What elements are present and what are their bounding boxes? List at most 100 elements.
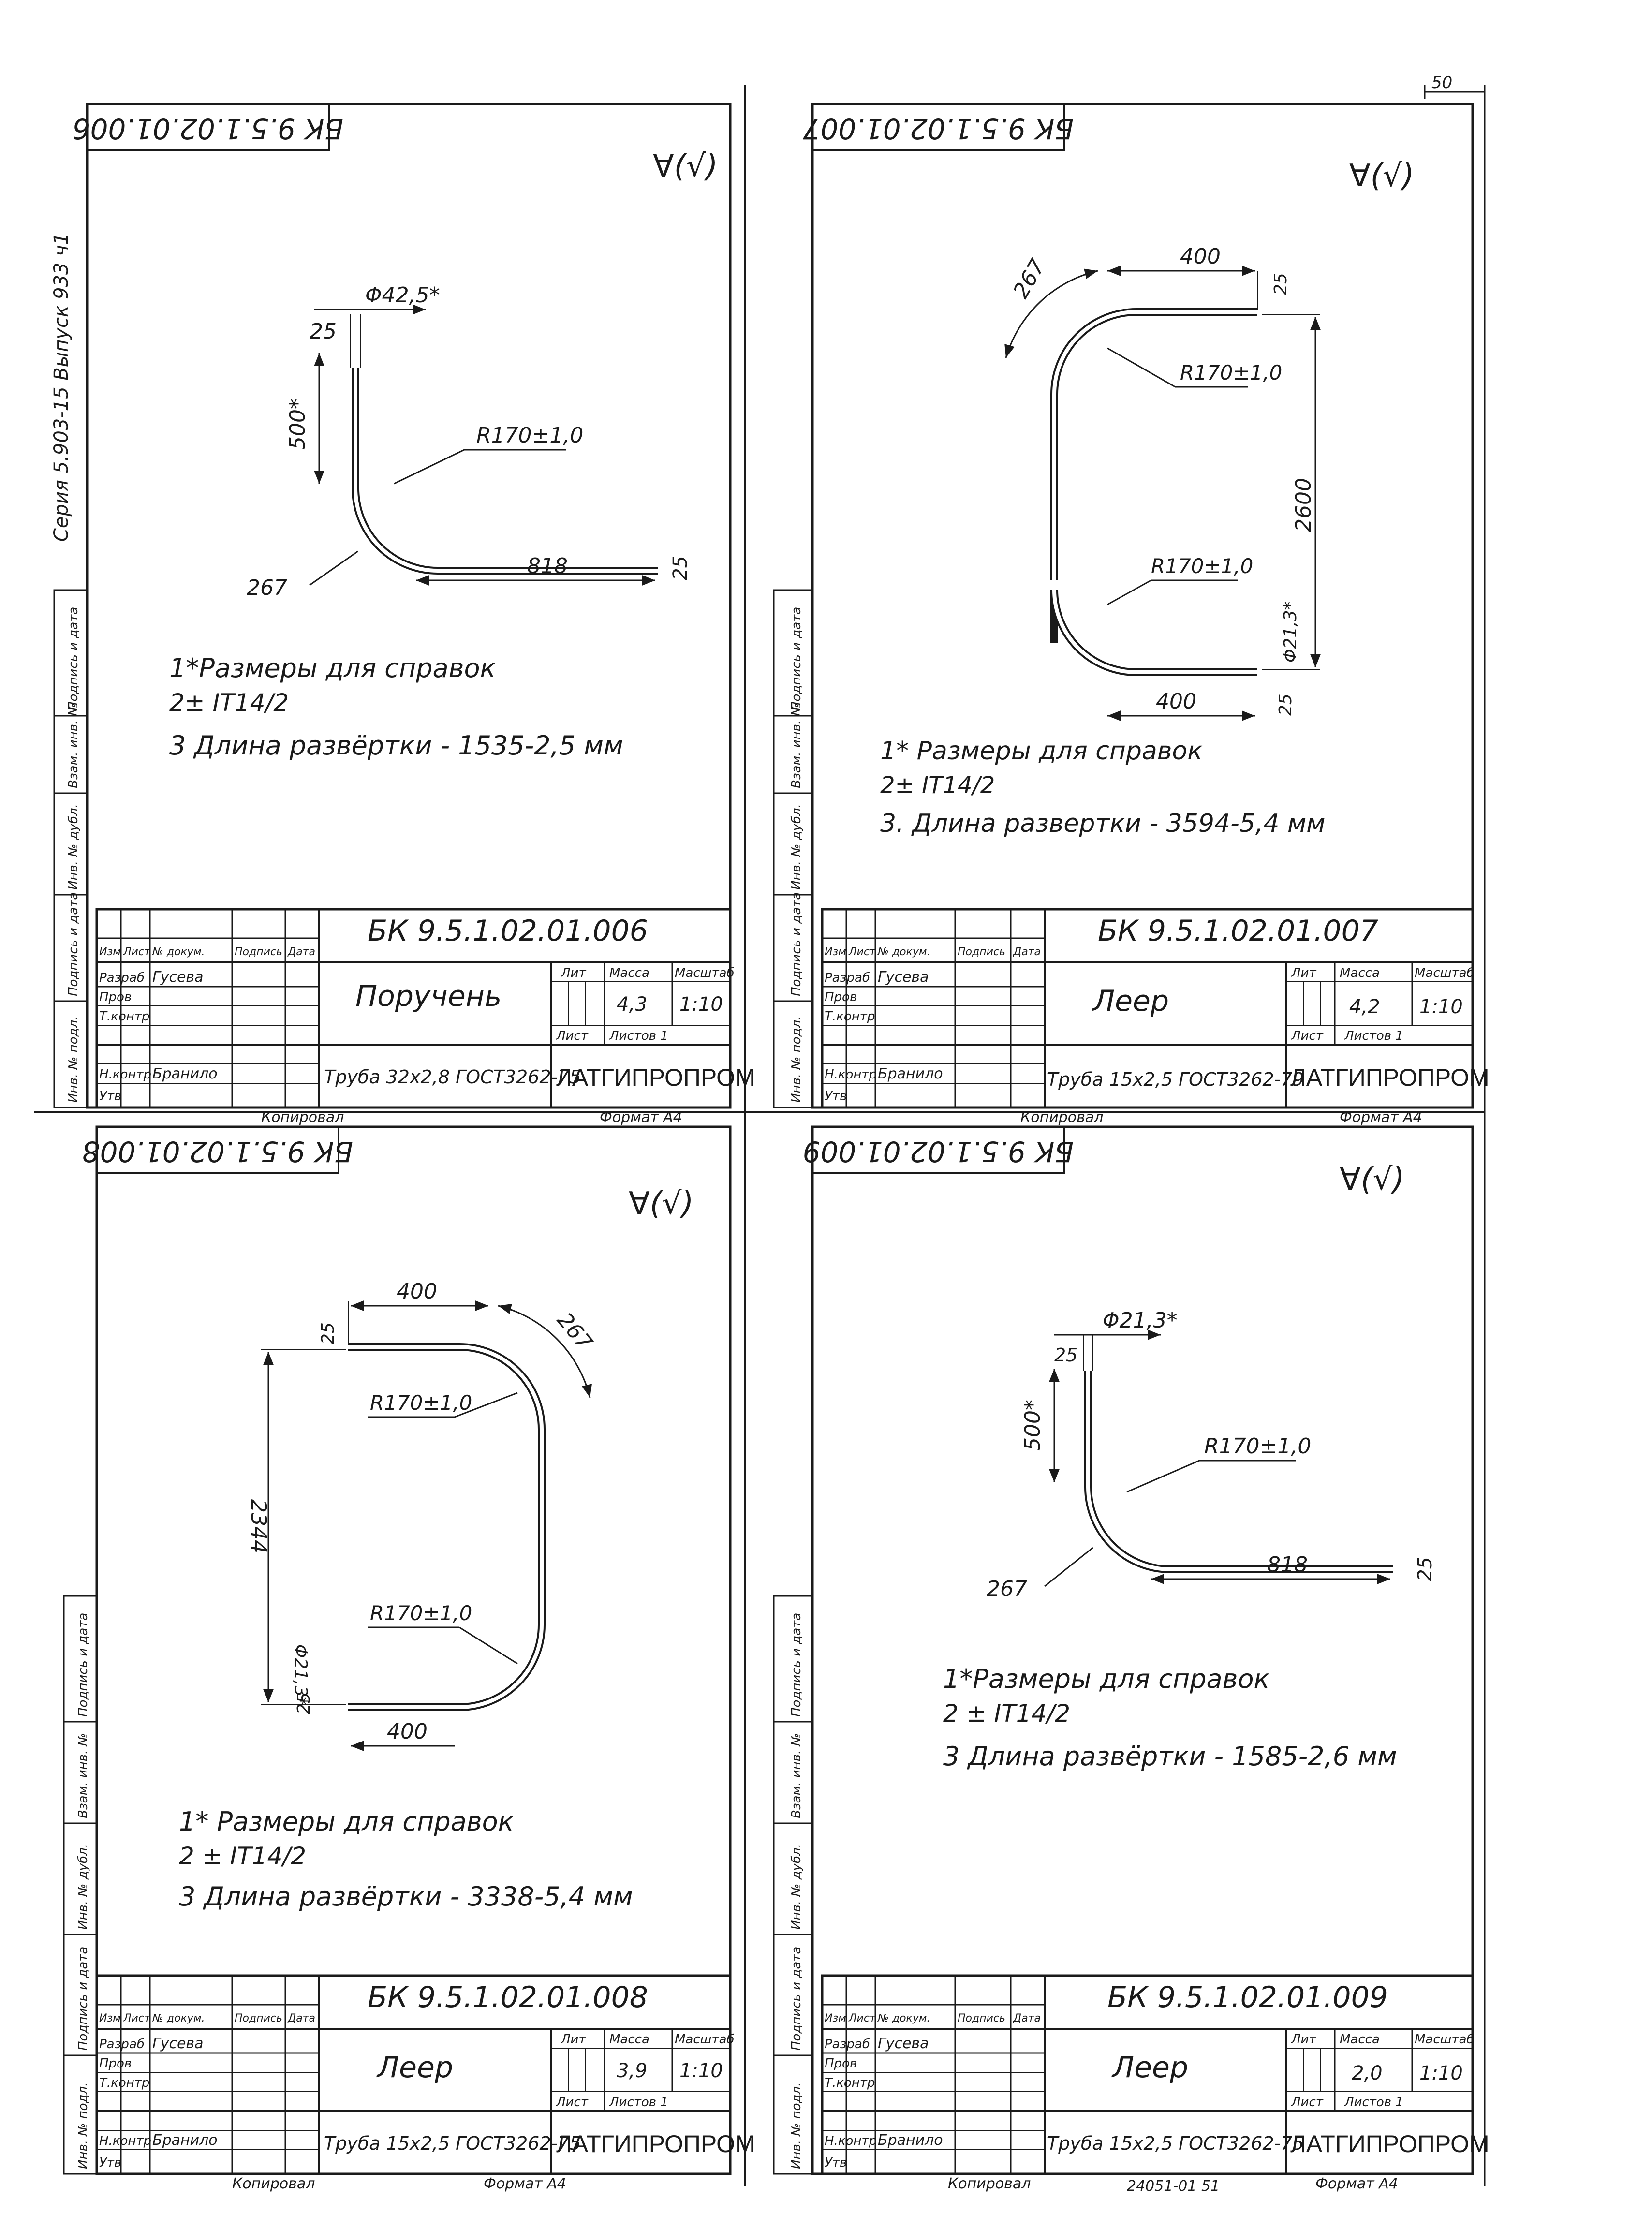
col-lit: Лит xyxy=(1291,2032,1316,2047)
side-label: Взам. инв. № xyxy=(789,703,804,788)
note-1: 1*Размеры для справок xyxy=(169,653,496,683)
code-rotated: БК 9.5.1.02.01.007 xyxy=(803,112,1074,145)
side-strip: Подпись и дата Взам. инв. № Инв. № дубл.… xyxy=(773,589,813,1108)
code-rotated: БК 9.5.1.02.01.006 xyxy=(73,112,344,145)
side-label: Подпись и дата xyxy=(789,892,804,996)
role-tkontr: Т.контр xyxy=(825,2076,875,2090)
mass-value: 4,2 xyxy=(1349,996,1380,1018)
side-label: Инв. № подл. xyxy=(66,1016,81,1103)
scale-value: 1:10 xyxy=(679,2060,723,2082)
note-3: 3 Длина развёртки - 1535-2,5 мм xyxy=(169,730,623,761)
sheet-008: БК 9.5.1.02.01.008 ∀(√) 400 25 267 R170±… xyxy=(63,1125,755,2192)
dim-radius-top: R170±1,0 xyxy=(1180,361,1282,384)
role-prov: Пров xyxy=(825,2056,857,2071)
role-prov: Пров xyxy=(99,2056,132,2071)
person-razrab: Гусева xyxy=(152,969,203,986)
material: Труба 15х2,5 ГОСТ3262-75 xyxy=(1047,2133,1304,2154)
dim-end: 25 xyxy=(1414,1557,1436,1581)
title-name: Леер xyxy=(1111,2051,1188,2084)
note-3: 3. Длина развертки - 3594-5,4 мм xyxy=(880,809,1325,838)
row-date: Дата xyxy=(1013,946,1041,958)
role-nkontr: Н.контр xyxy=(825,2134,877,2148)
col-mass: Масса xyxy=(1340,2032,1380,2047)
role-razrab: Разраб xyxy=(99,971,145,985)
side-label: Инв. № подл. xyxy=(76,2082,90,2169)
copied-label: Копировал xyxy=(261,1109,344,1126)
col-lit: Лит xyxy=(560,966,586,980)
dim-radius: R170±1,0 xyxy=(476,423,583,448)
person-nkontr: Бранило xyxy=(152,2132,218,2149)
side-label: Взам. инв. № xyxy=(66,703,81,788)
role-nkontr: Н.контр xyxy=(99,2134,151,2148)
side-label: Подпись и дата xyxy=(76,1947,90,2051)
note-1: 1* Размеры для справок xyxy=(880,737,1203,766)
col-scale: Масштаб xyxy=(1415,966,1475,980)
title-code: БК 9.5.1.02.01.006 xyxy=(368,914,648,948)
side-label: Инв. № дубл. xyxy=(789,1844,804,1930)
role-razrab: Разраб xyxy=(99,2037,145,2052)
row-doc: № докум. xyxy=(877,946,930,958)
page-number: 50 xyxy=(1431,73,1452,92)
col-scale: Масштаб xyxy=(675,2032,735,2047)
dim-wall-bottom: 25 xyxy=(1276,694,1296,716)
row-sign: Подпись xyxy=(958,2012,1005,2024)
title-name: Леер xyxy=(376,2051,453,2084)
roughness-mark: ∀(√) xyxy=(1340,1162,1405,1197)
side-strip: Подпись и дата Взам. инв. № Инв. № дубл.… xyxy=(53,589,88,1108)
title-block xyxy=(821,1974,1474,2175)
side-strip: Подпись и дата Взам. инв. № Инв. № дубл.… xyxy=(63,1595,98,2175)
col-list: Лист xyxy=(556,1029,589,1043)
side-strip: Подпись и дата Взам. инв. № Инв. № дубл.… xyxy=(773,1595,813,2175)
side-label: Подпись и дата xyxy=(66,607,81,711)
dim-wall-top: 25 xyxy=(318,1322,338,1344)
dim-diameter: Φ42,5* xyxy=(365,283,440,308)
row-list: Лист xyxy=(123,2012,151,2024)
copied-label: Копировал xyxy=(948,2175,1031,2192)
note-2: 2± IT14/2 xyxy=(880,772,995,799)
dim-wall: 25 xyxy=(1054,1344,1077,1366)
side-label: Подпись и дата xyxy=(66,892,81,996)
person-razrab: Гусева xyxy=(878,969,929,986)
row-date: Дата xyxy=(287,946,315,958)
side-label: Подпись и дата xyxy=(76,1613,90,1717)
note-2: 2 ± IT14/2 xyxy=(943,1699,1070,1728)
dim-radius: R170±1,0 xyxy=(1204,1434,1311,1459)
person-razrab: Гусева xyxy=(152,2035,203,2052)
side-label: Инв. № подл. xyxy=(789,1016,804,1103)
dim-radius-bottom: R170±1,0 xyxy=(1151,554,1253,578)
copied-label: Копировал xyxy=(1020,1109,1103,1126)
note-1: 1*Размеры для справок xyxy=(943,1664,1269,1694)
dim-height: 500* xyxy=(285,399,310,450)
col-mass: Масса xyxy=(609,966,649,980)
col-lists: Листов 1 xyxy=(609,2095,668,2110)
dim-bottom-length: 400 xyxy=(1156,689,1196,714)
pipe-outline xyxy=(1084,1371,1393,1573)
title-name: Леер xyxy=(1092,984,1169,1018)
format-label: Формат А4 xyxy=(1315,2175,1398,2192)
role-prov: Пров xyxy=(825,990,857,1004)
organization: ЛАТГИПРОПРОМ xyxy=(556,2130,755,2157)
row-sign: Подпись xyxy=(235,946,282,958)
col-lit: Лит xyxy=(560,2032,586,2047)
side-label: Подпись и дата xyxy=(789,1947,804,2051)
col-lists: Листов 1 xyxy=(1344,2095,1403,2110)
side-label: Подпись и дата xyxy=(789,607,804,711)
role-nkontr: Н.контр xyxy=(825,1067,877,1082)
row-izm: Изм xyxy=(825,946,846,958)
dim-arc: 267 xyxy=(987,1577,1027,1601)
dim-length: 818 xyxy=(1267,1552,1308,1577)
row-izm: Изм xyxy=(99,2012,121,2024)
dim-wall-top: 25 xyxy=(1271,273,1291,295)
role-nkontr: Н.контр xyxy=(99,1067,151,1082)
role-razrab: Разраб xyxy=(825,2037,870,2052)
dim-top-length: 400 xyxy=(1180,244,1221,269)
person-nkontr: Бранило xyxy=(152,1065,218,1082)
title-code: БК 9.5.1.02.01.008 xyxy=(368,1980,648,2014)
dim-radius-top: R170±1,0 xyxy=(370,1391,472,1415)
dim-end: 25 xyxy=(669,556,692,580)
role-tkontr: Т.контр xyxy=(99,2076,149,2090)
dim-length: 818 xyxy=(527,554,568,578)
material: Труба 15х2,5 ГОСТ3262-75 xyxy=(324,2133,581,2154)
sheet-007: БК 9.5.1.02.01.007 ∀(√) 400 267 R170±1,0… xyxy=(773,103,1490,1126)
